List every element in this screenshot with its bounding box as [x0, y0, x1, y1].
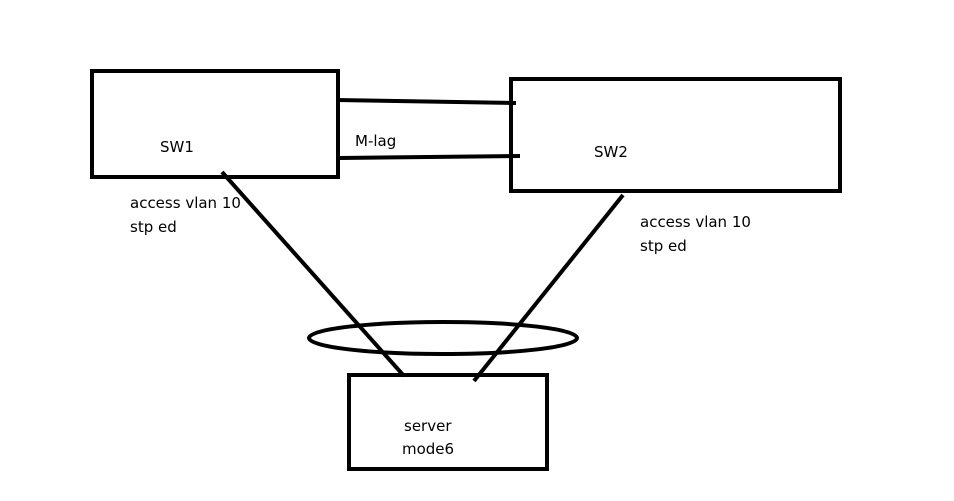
mlag-label: M-lag: [355, 132, 396, 150]
sw2-node[interactable]: SW2: [509, 77, 842, 193]
sw2-port-annotation: access vlan 10 stp ed: [640, 213, 751, 255]
server-box: [347, 373, 549, 471]
server-label: server: [404, 417, 452, 435]
server-mode-label: mode6: [402, 440, 454, 458]
mlag-link-lower: [339, 154, 521, 160]
sw1-label: SW1: [160, 138, 194, 156]
sw1-port-vlan: access vlan 10: [130, 194, 241, 212]
sw1-box: [90, 69, 340, 179]
mlag-link-upper: [335, 98, 517, 105]
sw2-port-vlan: access vlan 10: [640, 213, 751, 231]
sw1-node[interactable]: SW1: [90, 69, 340, 179]
sw2-server-link: [472, 193, 625, 383]
sw2-box: [509, 77, 842, 193]
mlag-link: M-lag: [335, 98, 521, 160]
sw2-port-stp: stp ed: [640, 237, 687, 255]
bond-ellipse: [307, 320, 579, 356]
server-node[interactable]: server mode6: [347, 373, 549, 471]
sw1-port-stp: stp ed: [130, 218, 177, 236]
sw2-label: SW2: [594, 143, 628, 161]
sw1-server-link: [220, 170, 406, 378]
sw1-port-annotation: access vlan 10 stp ed: [130, 194, 241, 236]
